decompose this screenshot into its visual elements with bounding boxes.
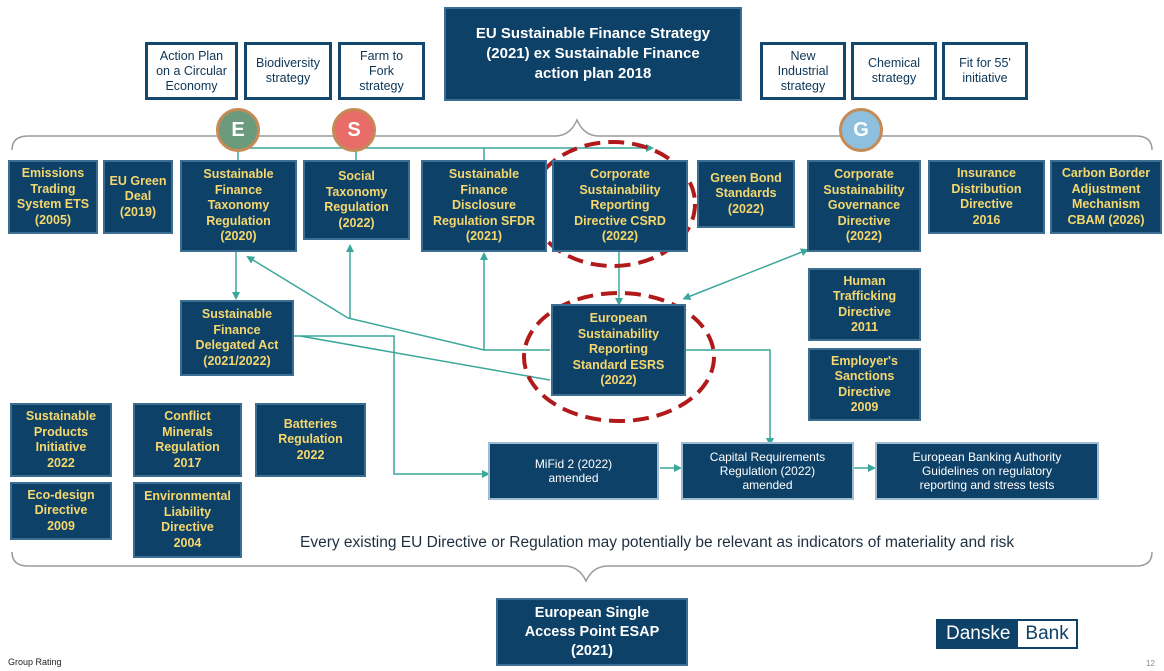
strategy-box: EU Sustainable Finance Strategy (2021) e… [444,7,742,101]
human-trafficking-box: Human Trafficking Directive 2011 [808,268,921,341]
chemical-strategy-box: Chemical strategy [851,42,937,100]
danske-bank-logo: Danske Bank [936,619,1078,649]
biodiversity-box: Biodiversity strategy [244,42,332,100]
logo-bank: Bank [1018,621,1076,647]
connector-esrs-csgd [682,248,809,300]
cbam-box: Carbon Border Adjustment Mechanism CBAM … [1050,160,1162,234]
environmental-liability-box: Environmental Liability Directive 2004 [133,482,242,558]
industrial-strategy-box: New Industrial strategy [760,42,846,100]
connector-delegated-esrs [347,317,550,351]
social-taxonomy-box: Social Taxonomy Regulation (2022) [303,160,410,240]
taxonomy-regulation-box: Sustainable Finance Taxonomy Regulation … [180,160,297,252]
delegated-act-box: Sustainable Finance Delegated Act (2021/… [180,300,294,376]
connector-delegated-tax [246,255,349,319]
eco-design-box: Eco-design Directive 2009 [10,482,112,540]
csgd-box: Corporate Sustainability Governance Dire… [807,160,921,252]
bottom-brace [11,551,1153,583]
conflict-minerals-box: Conflict Minerals Regulation 2017 [133,403,242,477]
top-brace [11,118,1153,151]
circular-economy-box: Action Plan on a Circular Economy [145,42,238,100]
highlight-esrs [522,291,716,423]
mifid-box: MiFid 2 (2022) amended [488,442,659,500]
connector-delegated-diag [299,335,551,381]
crr-box: Capital Requirements Regulation (2022) a… [681,442,854,500]
csrd-box: Corporate Sustainability Reporting Direc… [552,160,688,252]
employers-sanctions-box: Employer's Sanctions Directive 2009 [808,348,921,421]
governance-circle: G [839,108,883,152]
eu-green-deal-box: EU Green Deal (2019) [103,160,173,234]
materiality-note: Every existing EU Directive or Regulatio… [300,534,1015,551]
farm-to-fork-box: Farm to Fork strategy [338,42,425,100]
page-number: 12 [1146,659,1155,668]
ets-box: Emissions Trading System ETS (2005) [8,160,98,234]
batteries-regulation-box: Batteries Regulation 2022 [255,403,366,477]
connector-delegated-mifid [294,335,490,478]
green-bond-box: Green Bond Standards (2022) [697,160,795,228]
footer-label: Group Rating [8,657,62,667]
esap-box: European Single Access Point ESAP (2021) [496,598,688,666]
eba-box: European Banking Authority Guidelines on… [875,442,1099,500]
connector-esrs-crr [686,349,774,446]
sfdr-box: Sustainable Finance Disclosure Regulatio… [421,160,547,252]
social-circle: S [332,108,376,152]
insurance-distribution-box: Insurance Distribution Directive 2016 [928,160,1045,234]
esrs-box: European Sustainability Reporting Standa… [551,304,686,396]
logo-danske: Danske [938,621,1019,647]
environmental-circle: E [216,108,260,152]
sustainable-products-box: Sustainable Products Initiative 2022 [10,403,112,477]
fit-for-55-box: Fit for 55' initiative [942,42,1028,100]
